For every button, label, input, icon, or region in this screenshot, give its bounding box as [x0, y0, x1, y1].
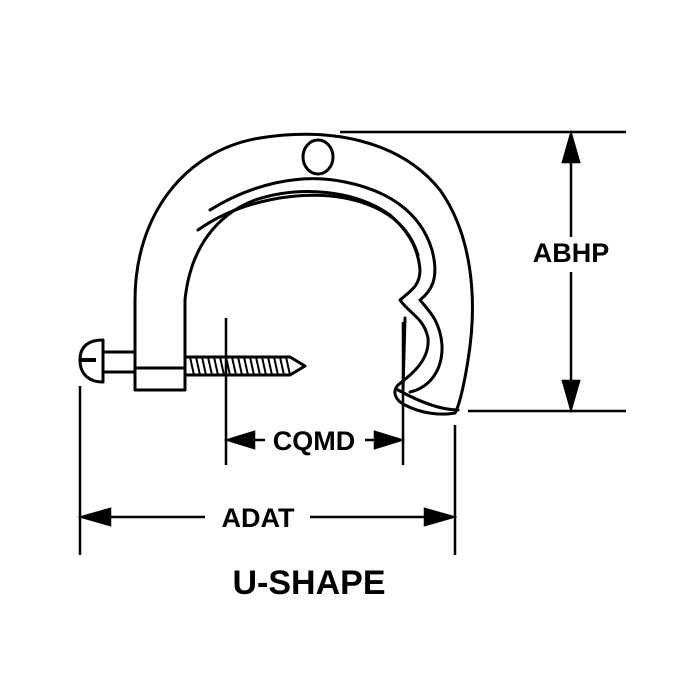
screw-threads [189, 356, 291, 376]
inner-width-dimension [223, 318, 406, 465]
shape-caption: U-SHAPE [232, 564, 385, 602]
arrow-left-icon [77, 507, 112, 527]
arrow-left-icon [223, 430, 256, 450]
arrow-right-icon [373, 430, 406, 450]
arrow-right-icon [423, 507, 458, 527]
arrow-up-icon [561, 129, 581, 164]
overall-width-label: ADAT [222, 503, 295, 533]
arrow-down-icon [561, 379, 581, 414]
inner-width-label: CQMD [273, 426, 356, 456]
clamp-body [133, 132, 474, 416]
height-dimension [340, 129, 626, 414]
overall-width-dimension [77, 386, 458, 555]
height-label: ABHP [533, 238, 610, 268]
screw [78, 338, 307, 384]
